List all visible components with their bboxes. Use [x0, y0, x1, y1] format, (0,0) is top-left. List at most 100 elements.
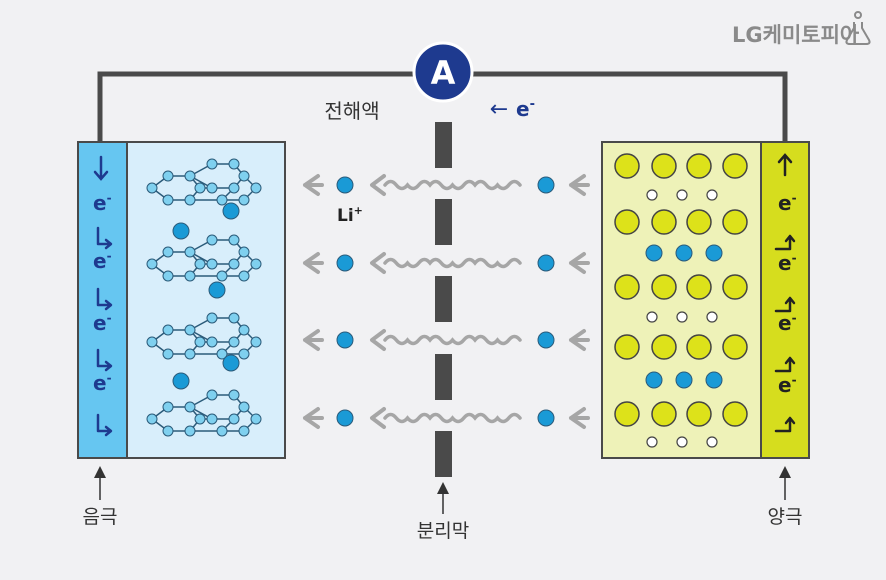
anode-collector	[77, 141, 128, 459]
carbon-atom	[238, 348, 250, 360]
carbon-atom	[216, 348, 228, 360]
carbon-atom	[228, 413, 240, 425]
carbon-atom	[206, 312, 218, 324]
carbon-atom	[238, 194, 250, 206]
turn-right-arrow-icon	[96, 226, 113, 250]
carbon-atom	[162, 170, 174, 182]
electron-label: e-	[93, 371, 112, 395]
li-ion	[645, 244, 663, 262]
cathode-atom	[686, 153, 712, 179]
cathode-atom	[722, 334, 748, 360]
oxygen-atom	[646, 311, 658, 323]
down-arrow-icon	[93, 155, 109, 181]
electron-label: e-	[93, 311, 112, 335]
oxygen-atom	[646, 189, 658, 201]
carbon-atom	[184, 170, 196, 182]
separator-segment	[435, 122, 452, 168]
carbon-atom	[238, 170, 250, 182]
oxygen-atom	[676, 311, 688, 323]
cathode-atom	[686, 334, 712, 360]
carbon-atom	[206, 389, 218, 401]
cathode-atom	[651, 209, 677, 235]
ion-arrow	[370, 407, 386, 429]
turn-right-arrow-icon	[96, 413, 113, 437]
carbon-atom	[238, 425, 250, 437]
li-ion	[336, 331, 354, 349]
li-ion	[172, 222, 190, 240]
carbon-atom	[206, 182, 218, 194]
cathode-pointer: 양극	[768, 466, 803, 528]
anode: e-e-e-e-	[77, 141, 286, 459]
cathode-atom	[722, 401, 748, 427]
ion-arrow	[303, 329, 324, 351]
carbon-atom	[228, 234, 240, 246]
ion-arrow	[303, 252, 324, 274]
carbon-atom	[184, 246, 196, 258]
li-ion	[336, 409, 354, 427]
carbon-atom	[162, 246, 174, 258]
ion-arrow	[569, 329, 590, 351]
carbon-atom	[184, 270, 196, 282]
carbon-atom	[162, 324, 174, 336]
cathode-atom	[614, 153, 640, 179]
carbon-atom	[162, 270, 174, 282]
separator-segment	[435, 276, 452, 322]
ion-arrow	[303, 407, 324, 429]
brand-logo: LG케미토피아	[732, 11, 871, 47]
carbon-atom	[194, 258, 206, 270]
separator-segment	[435, 354, 452, 400]
anode-electron-path: e-e-e-e-	[93, 155, 113, 437]
electron-label: e-	[778, 251, 797, 275]
turn-right-arrow-icon	[96, 287, 113, 311]
cathode: e-e-e-e-	[601, 141, 810, 459]
cathode-atom	[651, 401, 677, 427]
up-arrow-icon	[777, 153, 793, 177]
carbon-atom	[250, 258, 262, 270]
wavy-ion-path	[383, 179, 522, 191]
li-ion	[675, 244, 693, 262]
li-ion	[645, 371, 663, 389]
carbon-atom	[216, 270, 228, 282]
ammeter: A	[412, 41, 474, 103]
carbon-atom	[146, 258, 158, 270]
anode-label: 음극	[83, 506, 118, 528]
turn-up-arrow-icon	[774, 416, 796, 433]
carbon-atom	[238, 324, 250, 336]
cathode-atom	[651, 153, 677, 179]
carbon-atom	[228, 258, 240, 270]
li-ion-label: Li+	[337, 204, 363, 226]
cathode-atom	[614, 274, 640, 300]
cathode-label: 양극	[768, 506, 803, 528]
li-ion	[537, 254, 555, 272]
carbon-atom	[194, 336, 206, 348]
cathode-atom	[651, 274, 677, 300]
electron-label: e-	[778, 191, 797, 215]
carbon-atom	[184, 425, 196, 437]
li-ion	[222, 354, 240, 372]
carbon-atom	[250, 182, 262, 194]
cathode-atom	[722, 274, 748, 300]
carbon-atom	[250, 336, 262, 348]
carbon-atom	[206, 336, 218, 348]
carbon-atom	[146, 182, 158, 194]
carbon-atom	[194, 182, 206, 194]
electron-flow-label: ← e-	[490, 97, 535, 122]
cathode-atom	[686, 401, 712, 427]
separator-segment	[435, 199, 452, 245]
carbon-atom	[146, 336, 158, 348]
oxygen-atom	[646, 436, 658, 448]
cathode-atom	[722, 153, 748, 179]
carbon-atom	[184, 324, 196, 336]
oxygen-atom	[706, 189, 718, 201]
carbon-atom	[162, 348, 174, 360]
li-ion	[222, 202, 240, 220]
carbon-atom	[184, 194, 196, 206]
li-ion	[705, 244, 723, 262]
carbon-atom	[238, 246, 250, 258]
carbon-atom	[228, 158, 240, 170]
electron-flow-arrow: ←	[490, 97, 508, 122]
cathode-atom	[614, 401, 640, 427]
cathode-atom	[614, 209, 640, 235]
flask-icon	[845, 11, 871, 45]
